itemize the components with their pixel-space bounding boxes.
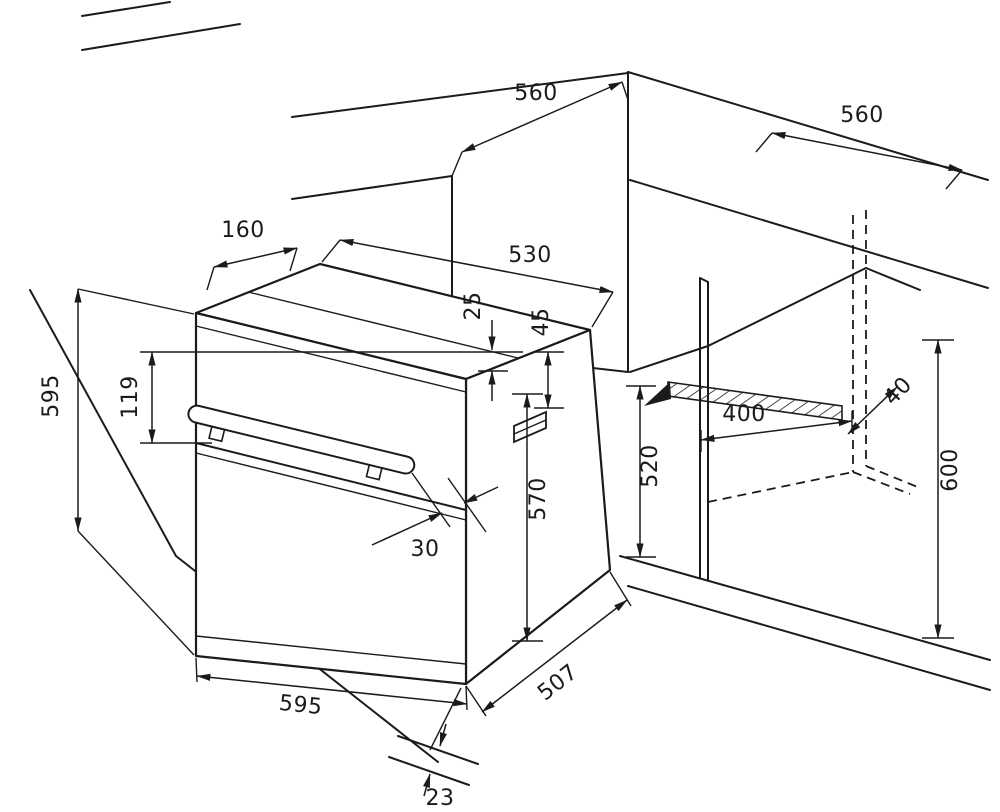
dim-label-side-top-clearance: 45 — [529, 308, 554, 337]
dim-label-bottom-clearance: 23 — [426, 786, 455, 811]
dimension-side-top-clearance: 45 — [529, 308, 564, 409]
dimension-line — [847, 386, 898, 435]
dimension-line — [700, 419, 853, 442]
dim-label-top-front-depth: 160 — [221, 218, 265, 243]
right-floor-line-back — [619, 555, 991, 661]
extension-line — [945, 169, 963, 190]
dimension-oven-width: 595 — [195, 657, 468, 720]
oven-front-trim-line — [195, 325, 467, 393]
right-counter-lines — [627, 71, 989, 581]
extension-line — [465, 685, 468, 711]
dimension-upper-niche-depth: 560 — [451, 81, 629, 177]
niche-side-panel-top-edge — [699, 277, 709, 283]
dim-label-oven-height: 595 — [39, 374, 64, 418]
dimension-door-height: 570 — [512, 393, 551, 642]
dimension-worktop-height: 600 — [922, 339, 963, 639]
dim-label-door-height: 570 — [526, 477, 551, 521]
handle-bar — [187, 404, 416, 475]
right-floor-line-front — [627, 585, 991, 691]
dimension-line — [481, 599, 628, 713]
niche-bottom-hidden-return-2 — [865, 465, 921, 489]
dim-label-oven-top-depth: 530 — [508, 243, 552, 268]
extension-line — [77, 288, 195, 315]
extension-line — [429, 687, 462, 751]
dimension-line — [771, 132, 963, 171]
insertion-direction-arrow — [644, 382, 671, 406]
dimension-line — [461, 81, 623, 153]
dim-label-rear-gap: 40 — [879, 372, 917, 410]
niche-bottom-hidden-edge — [707, 471, 854, 503]
plinth-edge-line-2 — [388, 756, 470, 786]
dimension-rear-gap: 40 — [847, 372, 917, 435]
dimension-control-panel-height: 119 — [118, 351, 523, 444]
niche-bottom-hidden-return — [852, 471, 911, 495]
door-bottom-gap-line — [195, 635, 467, 665]
dim-label-niche-opening-height: 520 — [638, 444, 663, 488]
dimension-arrow-left — [371, 512, 443, 546]
oven-front-face — [194, 311, 468, 686]
counter-front-top-edge — [291, 175, 453, 200]
dimension-handle-clearance: 30 — [371, 472, 499, 562]
dim-label-worktop-height: 600 — [938, 448, 963, 492]
dimension-top-clearance: 25 — [461, 292, 508, 401]
extension-line — [755, 132, 773, 153]
dimension-line — [339, 238, 614, 294]
dimension-line — [196, 673, 468, 707]
dim-label-top-clearance: 25 — [461, 292, 486, 321]
extension-line — [451, 151, 463, 177]
dimension-oven-top-depth: 530 — [321, 238, 614, 328]
door-top-edge — [195, 452, 467, 521]
dim-label-control-panel-height: 119 — [118, 375, 143, 419]
extension-line — [289, 247, 298, 272]
extension-line — [206, 266, 215, 291]
dimension-arrow-lower — [422, 773, 431, 797]
dim-label-niche-inner-depth: 400 — [722, 402, 766, 427]
dimension-niche-opening-height: 520 — [626, 385, 663, 558]
dimension-arrow-upper — [439, 723, 448, 747]
counter-front-top-edge-right — [629, 179, 989, 289]
right-niche-top-return-edge — [865, 267, 921, 291]
plinth-edge-line — [397, 735, 479, 765]
extension-line — [195, 657, 198, 683]
oven-top-detail-line — [247, 291, 519, 359]
niche-hidden-edges — [707, 210, 921, 503]
extension-line — [77, 530, 195, 656]
extension-line — [321, 239, 341, 263]
wall-edge-line — [81, 1, 171, 17]
dimension-niche-inner-depth: 400 — [700, 402, 853, 452]
left-wall-base-line — [29, 289, 177, 557]
dimension-arrow-right — [463, 486, 499, 504]
dim-label-upper-niche-depth: 560 — [514, 81, 558, 106]
extension-line — [609, 571, 632, 607]
extension-line — [465, 685, 487, 717]
dimension-base-niche-depth: 560 — [755, 103, 963, 190]
control-panel-bottom-edge — [195, 442, 467, 511]
oven-handle — [187, 404, 416, 481]
dimension-line — [213, 247, 298, 268]
extension-line — [591, 291, 614, 328]
dimension-top-front-depth: 160 — [206, 218, 298, 291]
counter-underside-edge — [629, 345, 709, 373]
dim-label-handle-clearance: 30 — [411, 537, 440, 562]
wall-corner-lines — [81, 1, 241, 51]
wall-edge-line — [81, 23, 241, 51]
dimension-bottom-clearance: 23 — [388, 687, 479, 811]
dim-label-base-niche-depth: 560 — [840, 103, 884, 128]
extension-line — [447, 477, 487, 533]
right-niche-top-edge — [707, 267, 867, 347]
dimension-oven-height: 595 — [39, 288, 195, 656]
extension-line — [621, 81, 629, 101]
dim-label-oven-width: 595 — [278, 691, 324, 720]
extension-line — [411, 472, 451, 528]
counter-back-top-edge — [291, 72, 629, 118]
